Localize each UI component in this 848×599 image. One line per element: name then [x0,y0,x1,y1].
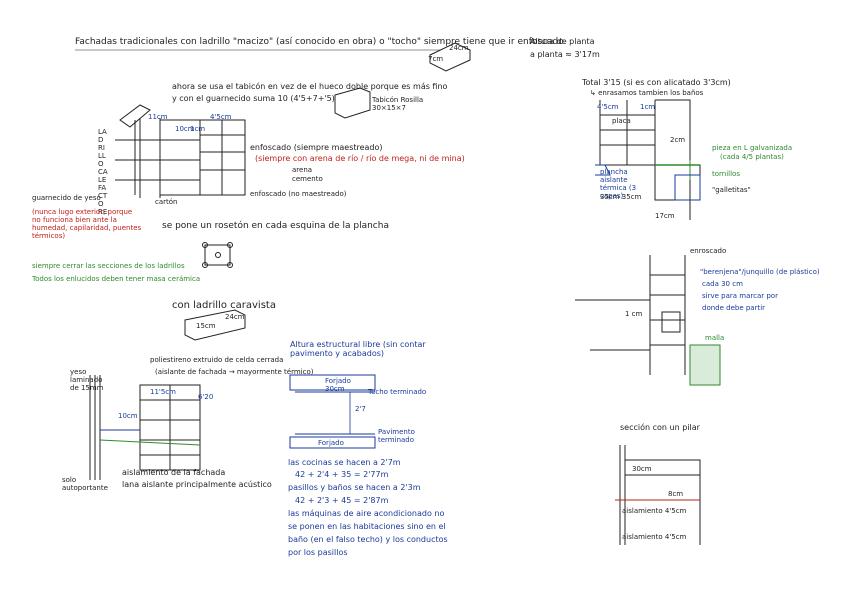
header-brick-dim: 7cm [428,55,444,63]
green-note-2: Todos los enlucidos deben tener masa cer… [32,275,201,283]
forjado-top: Forjado [325,377,351,385]
aislante-fachada-label: (aislante de fachada → mayormente térmic… [155,368,314,376]
dim-2cm-right: 2cm [670,136,686,144]
dim-1cm: 1cm [190,125,206,133]
dim-45cm-right: 4'5cm [597,103,619,111]
yeso-label: guarnecido de yeso [32,194,101,202]
plancha-label: plancha aislante térmica (3 capas) [600,168,637,201]
tornillos-label: tornillos [712,170,740,178]
caravista-dim: 15cm [196,322,216,330]
forjado-bottom: Forjado [318,439,344,447]
green-note-1: siempre cerrar las secciones de los ladr… [32,262,185,270]
dim-10cm: 10cm [175,125,195,133]
dim-1cm-right: 1cm [640,103,656,111]
sum-1: 42 + 2'4 + 35 = 2'77m [295,470,389,479]
aislamiento-pilar-2: aislamiento 4'5cm [622,533,687,541]
maquinas-line1: las máquinas de aire acondicionado no [288,509,445,518]
header-brick-dim2: 24cm [449,44,469,52]
altura-planta: Altura de planta [530,37,595,46]
side-label: LADRILLO CALEFACTORE [98,128,108,217]
dim-35cm: 35cm 35cm [600,193,642,201]
aislamiento-label: aislamiento de la fachada [122,468,226,477]
berenjena-label: "berenjena"/junquillo (de plástico) [700,268,820,276]
cada-label: (cada 4/5 plantas) [720,153,784,161]
maquinas-line2: se ponen en las habitaciones sino en el [288,522,446,531]
poliestireno-label: poliestireno extruido de celda cerrada [150,356,284,364]
note-tabicon: ahora se usa el tabicón en vez de el hue… [172,82,448,91]
dim-45cm: 4'5cm [210,113,232,121]
aislamiento-pilar-1: aislamiento 4'5cm [622,507,687,515]
brick-sketch-top [429,42,471,72]
dim-620: 6'20 [198,393,214,401]
tabicon-label: Tabicón Rosilla 30×15×7 [372,96,424,113]
pasillos-note: pasillos y baños se hacen a 2'3m [288,483,421,492]
dim-27: 2'7 [355,405,366,413]
pavimento-label: Pavimento terminado [378,428,415,445]
note-guarnecido: y con el guarnecido suma 10 (4'5+7+'5) [172,94,335,103]
enroscado-label: enroscado [690,247,727,255]
seccion-title: sección con un pilar [620,423,700,432]
dim-30cm-pilar: 30cm [632,465,652,473]
enfoscado-red-note: (siempre con arena de río / río de mega,… [255,154,465,163]
wall-lines [134,118,161,198]
dim-30cm-center: 30cm [325,385,345,393]
altura-planta-2: a planta ≈ 3'17m [530,50,600,59]
total-note: Total 3'15 (si es con alicatado 3'3cm) [582,78,731,87]
dim-17cm: 17cm [655,212,675,220]
header-title: Fachadas tradicionales con ladrillo "mac… [75,37,564,47]
brick-sketch-left [119,104,151,128]
galletitas-label: "galletitas" [712,186,751,194]
malla-label: malla [705,334,725,342]
roseton-note: se pone un rosetón en cada esquina de la… [162,221,389,231]
maquinas-line4: por los pasillos [288,548,348,557]
arena-label: arena [292,166,313,174]
cemento-label: cemento [292,175,323,183]
techo-label: Techo terminado [368,388,427,396]
cocinas-note: las cocinas se hacen a 2'7m [288,458,401,467]
enfoscado2-label: enfoscado (no maestreado) [250,190,347,198]
enfoscado-label: enfoscado (siempre maestreado) [250,143,383,152]
solo-label: solo autoportante [62,476,108,493]
cada30-label: cada 30 cm [702,280,743,288]
dim-115cm: 11'5cm [150,388,176,396]
yeso-laminado-label: yeso laminado de 15mm [70,368,104,393]
dim-8cm-pilar: 8cm [668,490,684,498]
maquinas-line3: baño (en el falso techo) y los conductos [288,535,448,544]
lana-label: lana aislante principalmente acústico [122,480,272,489]
dim-11cm: 11cm [148,113,168,121]
caravista-dim2: 24cm [225,313,245,321]
caravista-title: con ladrillo caravista [172,300,276,311]
dim-10cm-bottom: 10cm [118,412,138,420]
sirve-label: sirve para marcar por [702,292,778,300]
donde-label: donde debe partir [702,304,766,312]
yeso-red-note: (nunca lugo exterior, porque no funciona… [32,208,142,241]
altura-estructural-note: Altura estructural libre (sin contar pav… [290,340,426,359]
enrasamos-note: ↳ enrasamos tambien los baños [590,89,704,97]
placa-label: placa [612,117,631,125]
sum-2: 42 + 2'3 + 45 = 2'87m [295,496,389,505]
pieza-label: pieza en L galvanizada [712,144,793,152]
dim-1cm-middle: 1 cm [625,310,643,318]
carton-label: cartón [155,198,178,206]
